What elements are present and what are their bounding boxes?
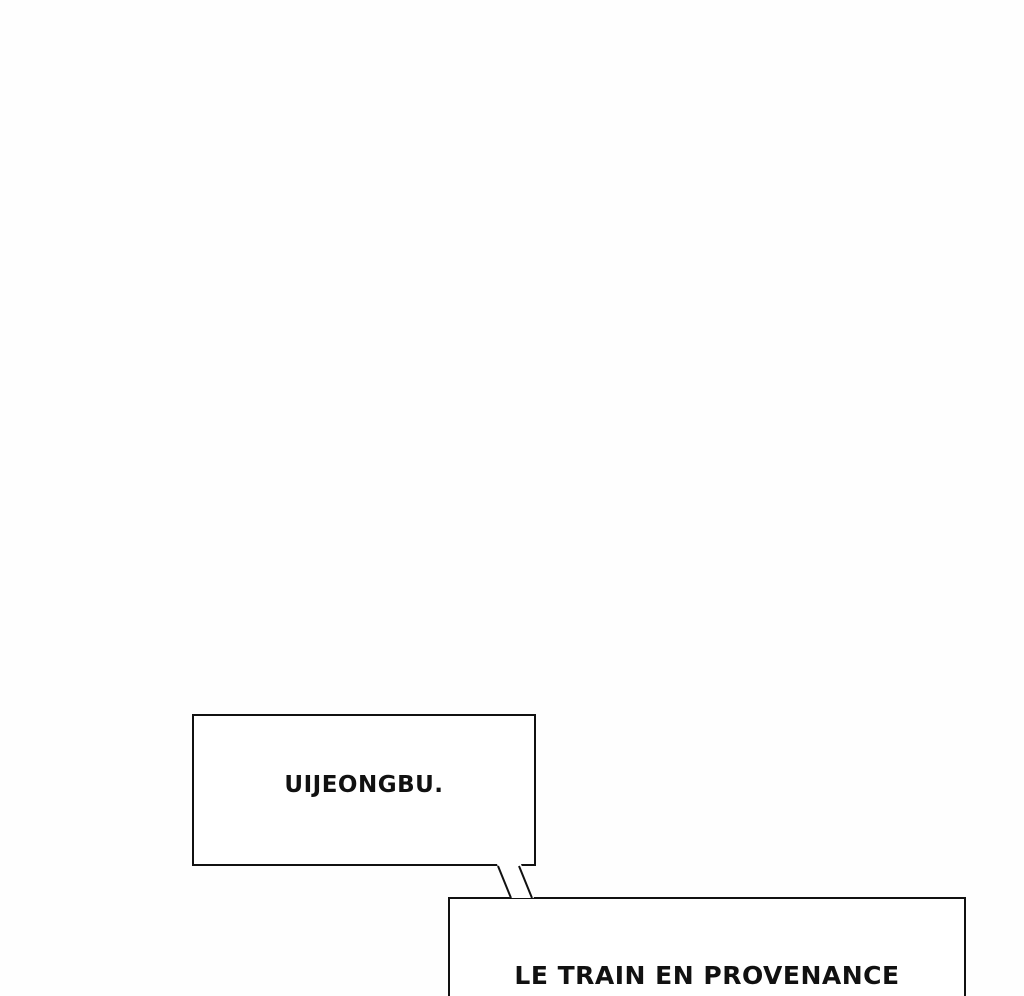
narration-caption-box: UIJEONGBU.: [192, 714, 536, 866]
narration-caption-text: UIJEONGBU.: [284, 772, 444, 798]
narration-caption-text-continued: LE TRAIN EN PROVENANCE: [514, 961, 900, 990]
narration-caption-box-continued: LE TRAIN EN PROVENANCE: [448, 897, 966, 996]
